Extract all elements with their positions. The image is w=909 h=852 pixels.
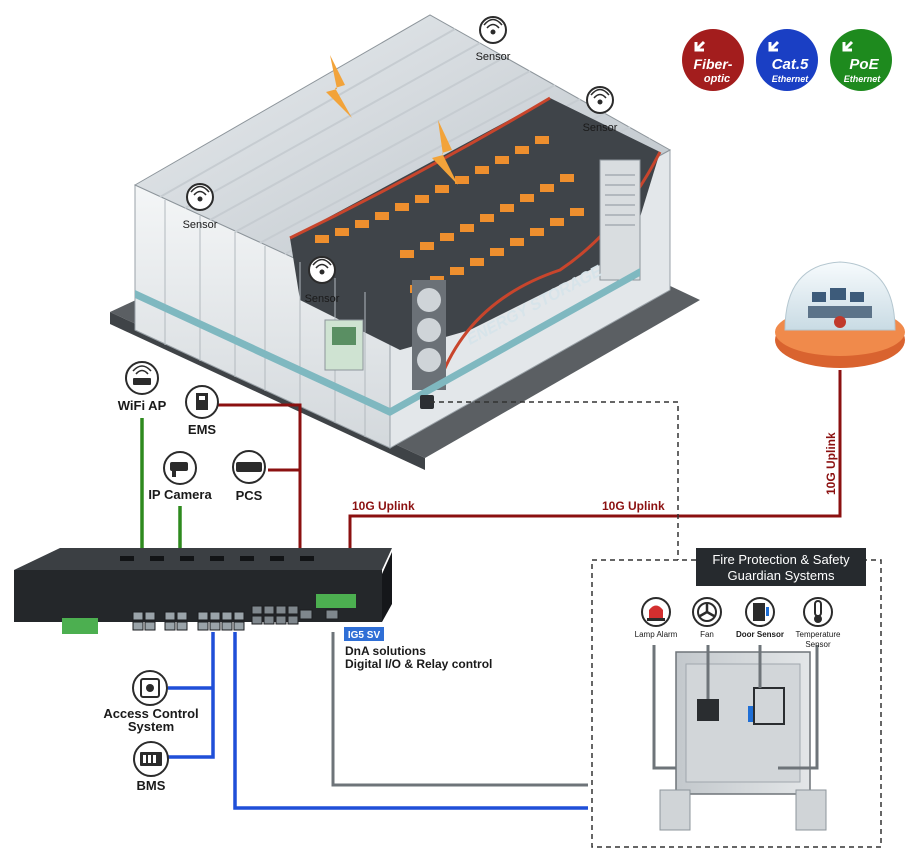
container-io-dashed-link xyxy=(430,401,679,560)
legend-poe-line1: PoE xyxy=(849,56,879,73)
legend-cat5-line1: Cat.5 xyxy=(772,56,809,73)
uplink-label-vertical: 10G Uplink xyxy=(824,432,838,495)
bms-label: BMS xyxy=(137,778,166,793)
legend-poe-ethernet: PoE Ethernet xyxy=(830,29,892,91)
io-links xyxy=(331,632,588,787)
access-control-system: Access Control System xyxy=(103,670,199,734)
lamp-alarm-label: Lamp Alarm xyxy=(635,630,678,639)
legend-cat5-line2: Ethernet xyxy=(772,74,810,84)
sensor-4: Sensor xyxy=(305,256,340,305)
fan: Fan xyxy=(692,597,722,639)
temp-label-2: Sensor xyxy=(805,640,831,649)
sensor-2-label: Sensor xyxy=(583,122,618,134)
control-center-dome xyxy=(775,261,905,368)
bms: BMS xyxy=(133,741,169,793)
switch-model-label: IG5 SV xyxy=(348,630,381,641)
fire-protection-title-box xyxy=(696,548,866,586)
lamp-alarm: Lamp Alarm xyxy=(635,597,678,639)
sensor-3: Sensor xyxy=(183,183,218,231)
ip-camera-label: IP Camera xyxy=(148,487,212,502)
fire-protection-title-1: Fire Protection & Safety xyxy=(712,552,850,567)
switch-feature-line1: DnA solutions xyxy=(345,644,426,658)
wifi-ap-icon xyxy=(133,378,151,385)
pcs-icon xyxy=(236,462,262,472)
fire-protection-title-2: Guardian Systems xyxy=(728,568,835,583)
sensor-4-label: Sensor xyxy=(305,293,340,305)
legend-fiber-line1: Fiber- xyxy=(694,56,733,72)
switch-model-badge xyxy=(344,627,384,641)
door-sensor-icon xyxy=(753,603,765,621)
sensor-2: Sensor xyxy=(583,86,618,134)
sensor-1: Sensor xyxy=(476,16,511,63)
sensor-1-label: Sensor xyxy=(476,51,511,63)
cat5-links xyxy=(168,632,588,810)
industrial-switch xyxy=(14,548,392,634)
energy-storage-container: ENERGY STORAGE xyxy=(110,14,700,470)
door-sensor-label: Door Sensor xyxy=(736,630,784,639)
fan-icon xyxy=(697,602,717,622)
access-control-label-2: System xyxy=(128,719,174,734)
fan-label: Fan xyxy=(700,630,714,639)
access-control-icon xyxy=(140,678,160,698)
legend-fiber-line2: optic xyxy=(704,73,730,85)
legend-cat5-ethernet: Cat.5 Ethernet xyxy=(756,29,818,91)
switch-feature-line2: Digital I/O & Relay control xyxy=(345,657,492,671)
wifi-ap-label: WiFi AP xyxy=(118,398,167,413)
container-fans xyxy=(412,280,446,390)
legend-poe-line2: Ethernet xyxy=(844,74,882,84)
camera-icon xyxy=(170,462,188,471)
pcs-label: PCS xyxy=(236,488,263,503)
ip-camera: IP Camera xyxy=(148,451,212,502)
alarm-lamp-icon xyxy=(649,605,663,618)
sensor-3-label: Sensor xyxy=(183,219,218,231)
legend-fiber-optic: Fiber- optic xyxy=(682,29,744,91)
uplink-label-left: 10G Uplink xyxy=(352,499,415,513)
ems-label: EMS xyxy=(188,422,217,437)
ems-icon xyxy=(196,393,208,410)
temperature-sensor: Temperature Sensor xyxy=(796,597,841,649)
fire-protection-system: Fire Protection & Safety Guardian System… xyxy=(591,548,882,848)
access-control-label-1: Access Control xyxy=(103,706,198,721)
pcs: PCS xyxy=(232,450,266,503)
temp-label-1: Temperature xyxy=(796,630,841,639)
uplink-label-mid: 10G Uplink xyxy=(602,499,665,513)
door-sensor: Door Sensor xyxy=(736,597,784,639)
ems: EMS xyxy=(185,385,219,437)
container-io-port xyxy=(420,395,434,409)
wifi-ap: WiFi AP xyxy=(118,361,167,413)
